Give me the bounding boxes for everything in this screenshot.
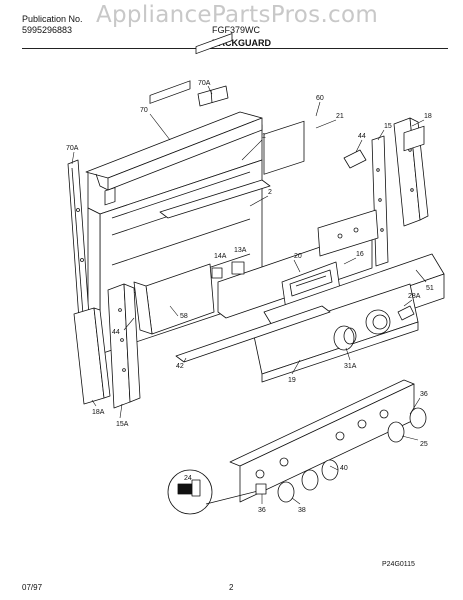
footer-date: 07/97 <box>22 583 43 592</box>
watermark: AppliancePartsPros.com <box>96 2 379 28</box>
callout-label: 42 <box>176 363 184 370</box>
callout-label: 38 <box>298 507 306 514</box>
support-bar-2 <box>159 179 271 219</box>
footer-page: 2 <box>229 583 234 592</box>
callout-label: 40 <box>340 465 348 472</box>
callout-label: 44 <box>358 133 366 140</box>
leader-lines <box>71 85 427 505</box>
control-board-area <box>217 120 379 319</box>
publication-number: 5995296883 <box>22 25 73 35</box>
switch-14a <box>211 267 223 279</box>
publication-label: Publication No. <box>22 14 83 24</box>
top-trim-70 <box>85 33 263 191</box>
callout-label: 19 <box>288 377 296 384</box>
callout-label: 58 <box>180 313 188 320</box>
callout-label: 24 <box>184 475 192 482</box>
callout-label: 36 <box>258 507 266 514</box>
callout-label: 60 <box>316 95 324 102</box>
burner-knobs-36 <box>277 407 427 503</box>
callout-label: 70A <box>66 145 79 152</box>
left-side-bracket-70a <box>67 159 91 335</box>
callout-label: 51 <box>426 285 434 292</box>
callout-label: 13A <box>234 247 247 254</box>
knob-31a <box>333 325 357 351</box>
left-bracket-15a <box>107 283 141 409</box>
callout-label: 18 <box>424 113 432 120</box>
callout-labels: 70A 70 60 21 1 18 44 15 70A 2 14A 13A 20… <box>66 80 434 568</box>
knob-28a <box>365 309 391 335</box>
right-bracket-15 <box>371 135 389 267</box>
callout-label: 44 <box>112 329 120 336</box>
callout-label: 20 <box>294 253 302 260</box>
left-end-trim-18a <box>73 307 111 405</box>
callout-label: 70 <box>140 107 148 114</box>
model-number: FGF379WC <box>212 25 261 35</box>
bracket-70a-top <box>197 85 229 107</box>
callout-label: 2 <box>268 189 272 196</box>
callout-label: 14A <box>214 253 227 260</box>
callout-label: 15 <box>384 123 392 130</box>
section-title: BACKGUARD <box>212 38 271 48</box>
callout-label: 16 <box>356 251 364 258</box>
overlay-19 <box>253 283 419 383</box>
screw-28a <box>397 305 415 321</box>
trim-strip-42 <box>175 305 331 363</box>
callout-label: 15A <box>116 421 129 428</box>
callout-label: 70A <box>198 80 211 87</box>
callout-label: 28A <box>408 293 421 300</box>
clip-44-right <box>343 149 367 169</box>
callout-label: 21 <box>336 113 344 120</box>
callout-label: 36 <box>420 391 428 398</box>
figure-code: P24G0115 <box>382 561 415 568</box>
switch-13a <box>231 261 245 275</box>
callout-label: 25 <box>420 441 428 448</box>
callout-label: 18A <box>92 409 105 416</box>
rocker-switch-24-detail <box>167 469 267 515</box>
clock-display-20 <box>281 261 341 311</box>
callout-label: 31A <box>344 363 357 370</box>
callout-label: 1 <box>262 133 266 140</box>
header-rule <box>22 48 448 49</box>
